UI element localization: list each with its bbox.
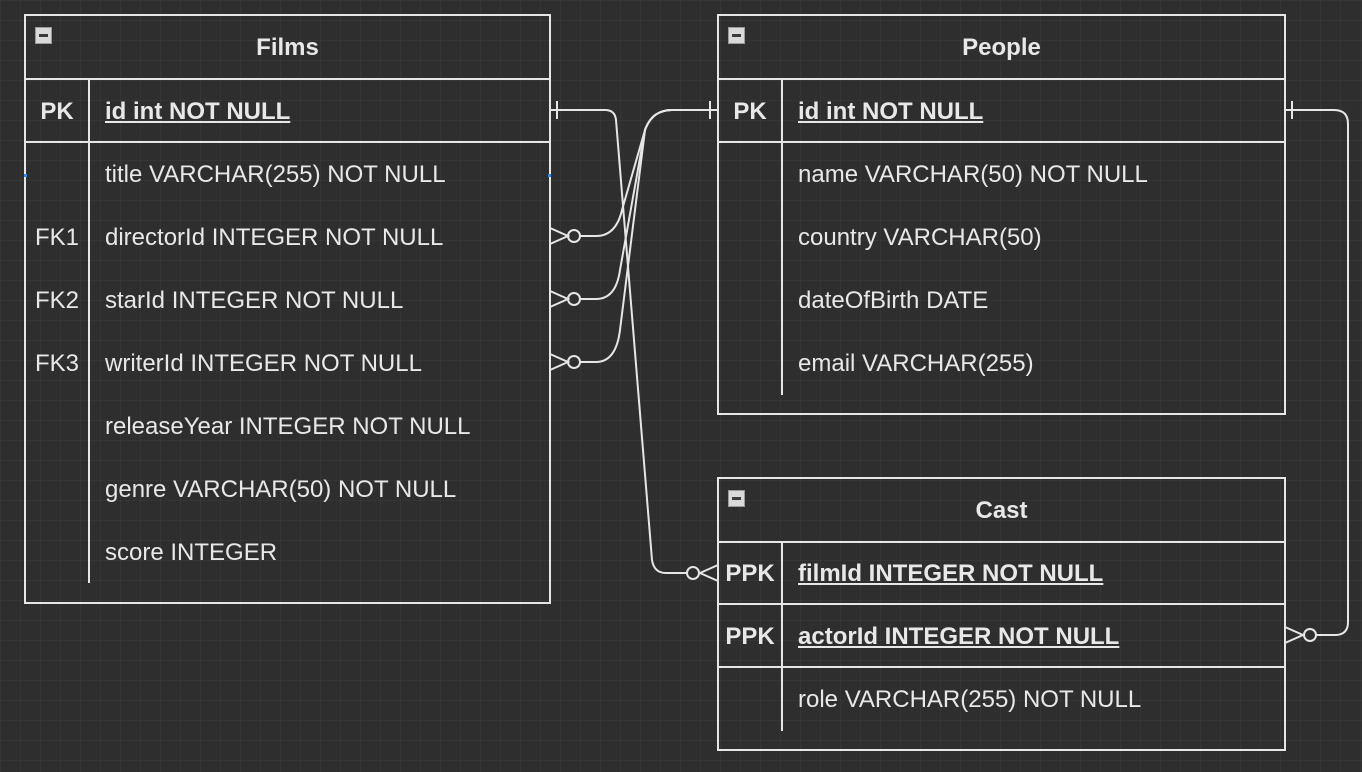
relationship-star-people bbox=[580, 109, 673, 300]
row-key: FK2 bbox=[34, 287, 79, 314]
row-key bbox=[719, 668, 781, 731]
row-key bbox=[26, 458, 88, 521]
table-row[interactable]: country VARCHAR(50) bbox=[719, 206, 1284, 269]
relationship-films-cast bbox=[550, 109, 687, 574]
table-row[interactable]: FK2 starId INTEGER NOT NULL bbox=[26, 269, 549, 332]
cast-film-crowfoot bbox=[697, 564, 719, 582]
cast-title: Cast bbox=[975, 497, 1028, 524]
films-pk-row[interactable]: PK id int NOT NULL bbox=[26, 80, 549, 143]
row-key bbox=[719, 143, 781, 206]
cast-pk1-field: filmId INTEGER NOT NULL bbox=[798, 560, 1104, 587]
films-title: Films bbox=[256, 34, 319, 61]
row-field: dateOfBirth DATE bbox=[798, 287, 989, 314]
people-pk-key: PK bbox=[733, 98, 767, 125]
films-pk-field: id int NOT NULL bbox=[105, 98, 291, 125]
selection-handle-right[interactable] bbox=[548, 174, 551, 177]
row-field: directorId INTEGER NOT NULL bbox=[105, 224, 444, 251]
people-title: People bbox=[962, 34, 1041, 61]
director-crowfoot bbox=[549, 227, 571, 245]
table-row[interactable]: releaseYear INTEGER NOT NULL bbox=[26, 395, 549, 458]
people-pk-row[interactable]: PK id int NOT NULL bbox=[719, 80, 1284, 143]
row-field: role VARCHAR(255) NOT NULL bbox=[798, 686, 1142, 713]
row-key bbox=[719, 206, 781, 269]
row-field: score INTEGER bbox=[105, 539, 278, 566]
collapse-minus-icon[interactable] bbox=[728, 490, 745, 507]
row-field: name VARCHAR(50) NOT NULL bbox=[798, 161, 1148, 188]
row-key bbox=[26, 143, 88, 206]
selection-handle-left[interactable] bbox=[24, 174, 27, 177]
cast-pk2-row[interactable]: PPK actorId INTEGER NOT NULL bbox=[719, 605, 1284, 668]
relationship-director-people bbox=[580, 109, 718, 237]
row-field: starId INTEGER NOT NULL bbox=[105, 287, 404, 314]
cast-table[interactable]: Cast PPK filmId INTEGER NOT NULL PPK act… bbox=[717, 477, 1286, 751]
table-row[interactable]: role VARCHAR(255) NOT NULL bbox=[719, 668, 1284, 731]
key-column-divider bbox=[781, 79, 783, 395]
row-field: writerId INTEGER NOT NULL bbox=[105, 350, 422, 377]
collapse-minus-icon[interactable] bbox=[728, 27, 745, 44]
row-field: title VARCHAR(255) NOT NULL bbox=[105, 161, 446, 188]
cast-pk1-row[interactable]: PPK filmId INTEGER NOT NULL bbox=[719, 542, 1284, 605]
table-row[interactable]: FK1 directorId INTEGER NOT NULL bbox=[26, 206, 549, 269]
cast-pk1-key: PPK bbox=[725, 560, 775, 587]
row-field: country VARCHAR(50) bbox=[798, 224, 1042, 251]
table-row[interactable]: name VARCHAR(50) NOT NULL bbox=[719, 143, 1284, 206]
films-table[interactable]: Films PK id int NOT NULL title VARCHAR(2… bbox=[24, 14, 551, 604]
writer-crowfoot bbox=[549, 353, 571, 371]
key-column-divider bbox=[88, 79, 90, 583]
key-column-divider bbox=[781, 541, 783, 731]
relationship-writer-people bbox=[580, 109, 673, 363]
table-row[interactable]: email VARCHAR(255) bbox=[719, 332, 1284, 395]
row-field: releaseYear INTEGER NOT NULL bbox=[105, 413, 471, 440]
writer-zero-circle bbox=[567, 355, 581, 369]
people-table[interactable]: People PK id int NOT NULL name VARCHAR(5… bbox=[717, 14, 1286, 415]
people-title-bar[interactable]: People bbox=[719, 16, 1284, 80]
table-row[interactable]: title VARCHAR(255) NOT NULL bbox=[26, 143, 549, 206]
row-field: email VARCHAR(255) bbox=[798, 350, 1034, 377]
star-zero-circle bbox=[567, 292, 581, 306]
director-zero-circle bbox=[567, 229, 581, 243]
cast-film-zero-circle bbox=[686, 566, 700, 580]
row-key bbox=[26, 521, 88, 584]
table-row[interactable]: genre VARCHAR(50) NOT NULL bbox=[26, 458, 549, 521]
films-title-bar[interactable]: Films bbox=[26, 16, 549, 80]
row-key bbox=[719, 332, 781, 395]
people-pk-field: id int NOT NULL bbox=[798, 98, 984, 125]
cast-pk2-key: PPK bbox=[725, 623, 775, 650]
star-crowfoot bbox=[549, 290, 571, 308]
collapse-minus-icon[interactable] bbox=[35, 27, 52, 44]
row-key: FK1 bbox=[34, 224, 79, 251]
cast-actor-zero-circle bbox=[1303, 628, 1317, 642]
films-pk-key: PK bbox=[40, 98, 74, 125]
row-field: genre VARCHAR(50) NOT NULL bbox=[105, 476, 457, 503]
table-row[interactable]: FK3 writerId INTEGER NOT NULL bbox=[26, 332, 549, 395]
cast-pk2-field: actorId INTEGER NOT NULL bbox=[798, 623, 1120, 650]
table-row[interactable]: score INTEGER bbox=[26, 521, 549, 584]
cast-actor-crowfoot bbox=[1284, 626, 1306, 644]
cast-title-bar[interactable]: Cast bbox=[719, 479, 1284, 543]
relationship-people-cast bbox=[1285, 109, 1349, 636]
row-key: FK3 bbox=[34, 350, 79, 377]
row-key bbox=[719, 269, 781, 332]
table-row[interactable]: dateOfBirth DATE bbox=[719, 269, 1284, 332]
row-key bbox=[26, 395, 88, 458]
